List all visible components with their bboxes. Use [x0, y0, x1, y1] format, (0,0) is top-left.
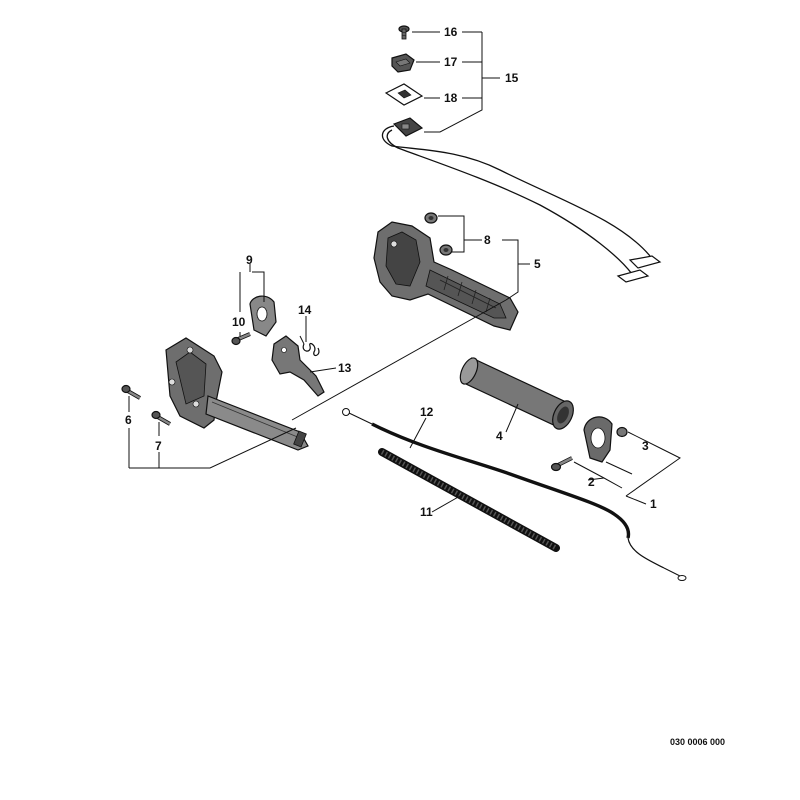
label-part-10: 10	[232, 315, 246, 329]
throttle-housing-assembly	[165, 337, 309, 451]
label-part-8: 8	[484, 233, 491, 247]
part-17-cap	[391, 53, 415, 73]
part-3-clamp	[583, 416, 628, 463]
label-part-12: 12	[420, 405, 434, 419]
label-part-17: 17	[444, 55, 458, 69]
part-10-screw	[231, 332, 251, 346]
drawing-code: 030 0006 000	[670, 737, 725, 747]
part-9-clamp	[249, 295, 277, 337]
label-part-6: 6	[125, 413, 132, 427]
label-part-18: 18	[444, 91, 458, 105]
part-6-screw	[121, 384, 141, 400]
label-part-11: 11	[420, 505, 433, 519]
label-part-15: 15	[505, 71, 519, 85]
part-2-screw	[550, 456, 573, 472]
part-4-grip-sleeve	[459, 357, 574, 430]
label-part-7: 7	[155, 439, 162, 453]
label-part-13: 13	[338, 361, 352, 375]
part-18-gasket	[384, 83, 424, 106]
leader-lines	[128, 31, 681, 513]
label-part-3: 3	[642, 439, 649, 453]
part-12-throttle-cable	[342, 408, 687, 581]
label-part-9: 9	[246, 253, 253, 267]
part-labels: 16 17 15 18 8 5 9 14 10 13 12 6 7 4 3 2 …	[125, 25, 657, 519]
part-11-spring	[378, 448, 560, 552]
label-part-14: 14	[298, 303, 312, 317]
part-16-screw	[398, 25, 410, 40]
label-part-5: 5	[534, 257, 541, 271]
part-14-torsion-spring	[299, 335, 320, 357]
part-5-handle-housing	[373, 221, 519, 331]
part-13-trigger	[271, 335, 325, 397]
part-8-dampers	[424, 212, 453, 256]
label-part-16: 16	[444, 25, 458, 39]
label-part-4: 4	[496, 429, 503, 443]
label-part-1: 1	[650, 497, 657, 511]
part-7-screw	[151, 410, 171, 426]
part-15-switch-harness	[381, 117, 662, 283]
label-part-2: 2	[588, 475, 595, 489]
